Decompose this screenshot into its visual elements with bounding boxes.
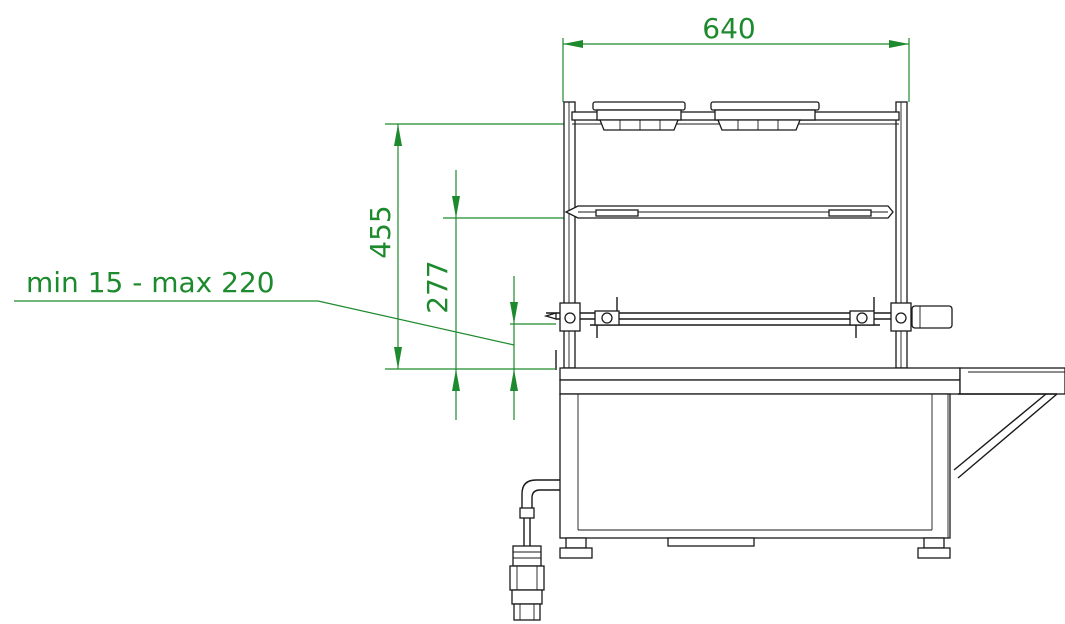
width-label: 640 <box>702 12 755 45</box>
body-box <box>559 393 951 547</box>
mid-height-label: 277 <box>421 260 454 313</box>
grill-machine <box>509 101 1065 621</box>
top-heater-right <box>710 101 820 131</box>
dimension-width: 640 <box>562 12 910 102</box>
drain-pipe <box>519 479 560 546</box>
power-plug <box>509 545 545 621</box>
feet <box>559 537 951 559</box>
height-label: 455 <box>364 205 397 258</box>
dimension-height: 455 <box>364 123 570 370</box>
range-label: min 15 - max 220 <box>26 266 275 299</box>
dimension-mid-height: 277 <box>421 170 572 420</box>
dimension-range: min 15 - max 220 <box>14 266 556 420</box>
middle-shelf <box>564 205 894 219</box>
body-top <box>559 367 961 395</box>
spit-bar <box>543 297 953 338</box>
side-table <box>953 367 1065 479</box>
top-heater-left <box>592 101 686 131</box>
